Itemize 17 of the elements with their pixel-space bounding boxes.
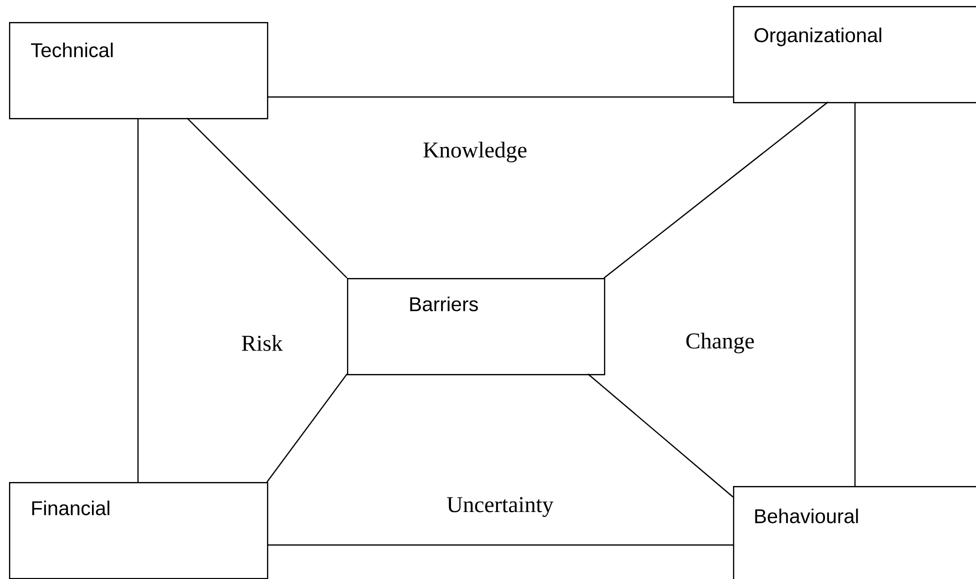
connector-line [588, 374, 734, 498]
area-label: Change [686, 332, 754, 354]
connector-line [267, 544, 733, 546]
connector-line [854, 102, 856, 486]
process-box: Barriers [347, 278, 606, 376]
area-label: Uncertainty [447, 497, 554, 517]
connector-line [186, 118, 348, 278]
process-box: Financial [9, 482, 268, 579]
process-box: Behavioural [733, 486, 976, 579]
area-label: Risk [242, 335, 283, 351]
process-box: Technical [9, 22, 268, 120]
connector-line [604, 102, 828, 278]
connector-line [137, 118, 139, 482]
area-label: Knowledge [423, 142, 526, 162]
process-box: Organizational [733, 6, 976, 104]
connector-line [267, 96, 733, 98]
connector-line [266, 374, 348, 482]
